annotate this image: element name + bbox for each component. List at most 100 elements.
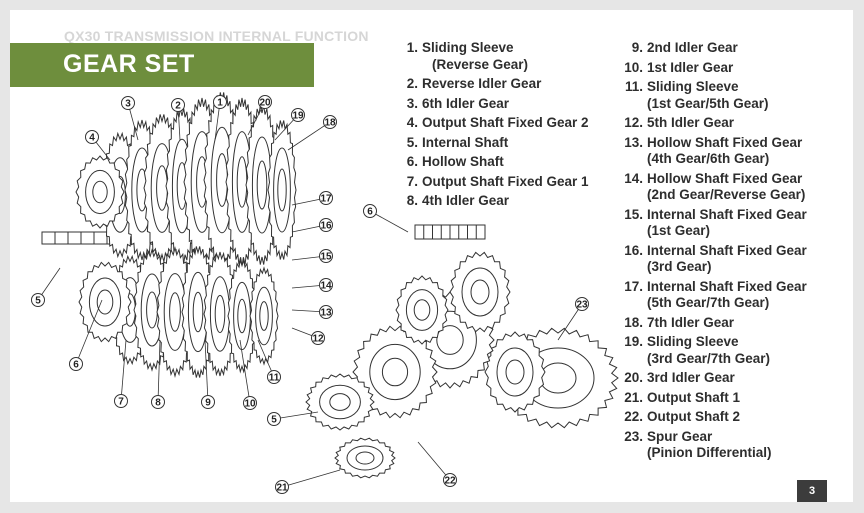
legend-item: 15.Internal Shaft Fixed Gear(1st Gear) — [615, 207, 807, 240]
legend-item-label: Hollow Shaft — [422, 154, 504, 169]
legend-item-label: Sliding Sleeve — [422, 40, 514, 55]
legend-item: 4. Output Shaft Fixed Gear 2 — [404, 115, 589, 132]
callout-number: 23 — [576, 300, 588, 311]
callout-leader — [75, 299, 103, 365]
legend-item-number: 21. — [624, 389, 643, 405]
legend-item: 9.2nd Idler Gear — [615, 40, 807, 57]
legend-item: 6. Hollow Shaft — [404, 154, 589, 171]
callout-circle — [291, 108, 305, 122]
callout-number: 21 — [276, 483, 288, 494]
legend-item: 10.1st Idler Gear — [615, 60, 807, 77]
legend-item-number: 9. — [631, 40, 643, 55]
callout-leader — [287, 121, 331, 151]
callout-circle — [319, 191, 333, 205]
callout-circle — [319, 278, 333, 292]
legend-item: 11.Sliding Sleeve(1st Gear/5th Gear) — [615, 79, 807, 112]
legend-item-label: 7th Idler Gear — [647, 314, 735, 330]
legend-item-label: Hollow Shaft Fixed Gear — [647, 134, 803, 150]
legend-item: 20.3rd Idler Gear — [615, 370, 807, 387]
legend-item: 18.7th Idler Gear — [615, 315, 807, 332]
legend-item-label: 6th Idler Gear — [422, 95, 510, 111]
callout-number: 4 — [89, 133, 95, 144]
legend-item-label: Internal Shaft Fixed Gear — [647, 278, 807, 294]
callout-circle — [243, 396, 257, 410]
callout-number: 6 — [367, 207, 373, 218]
legend-item: 23.Spur Gear(Pinion Differential) — [615, 429, 807, 462]
legend-item-number: 17. — [624, 278, 643, 294]
callout-number: 18 — [324, 118, 336, 129]
legend-item-sublabel: (1st Gear/5th Gear) — [647, 95, 769, 111]
callout-number: 6 — [73, 360, 79, 371]
legend-item-number: 10. — [624, 59, 643, 75]
idler-gear-drawing — [352, 325, 438, 419]
legend-item-label: Output Shaft Fixed Gear 1 — [422, 173, 589, 189]
legend-item-number: 3. — [406, 95, 418, 111]
legend-item-label: Output Shaft 1 — [647, 389, 740, 405]
legend-item-label: 5th Idler Gear — [647, 115, 735, 130]
legend-item-number: 2. — [406, 76, 418, 91]
legend-item-label: Internal Shaft Fixed Gear — [647, 206, 807, 222]
output-gear-drawing — [305, 373, 375, 431]
gear-disc-upper — [245, 105, 279, 265]
callout-number: 10 — [244, 399, 256, 410]
callout-number: 22 — [444, 476, 456, 487]
legend-item-number: 20. — [624, 370, 643, 385]
hollow-shaft-drawing — [414, 224, 486, 240]
callout-circle — [201, 395, 215, 409]
legend-item-label: 1st Idler Gear — [647, 59, 734, 75]
gear-disc-lower — [181, 246, 215, 378]
legend-item-number: 22. — [624, 409, 643, 424]
callout-circle — [85, 130, 99, 144]
callout-circle — [275, 480, 289, 494]
callout-leader — [120, 339, 127, 402]
legend-item: 14.Hollow Shaft Fixed Gear(2nd Gear/Reve… — [615, 171, 807, 204]
legend-item-number: 8. — [406, 193, 418, 208]
callout-number: 9 — [205, 398, 211, 409]
callout-circle — [443, 473, 457, 487]
callout-circle — [258, 95, 272, 109]
legend-item-label: Internal Shaft Fixed Gear — [647, 242, 807, 258]
legend-item-label: Internal Shaft — [422, 134, 509, 150]
output-shaft-fixed-gear-drawing — [75, 155, 125, 229]
legend-item-number: 14. — [624, 170, 643, 186]
callout-number: 20 — [259, 98, 271, 109]
legend-item-number: 7. — [406, 173, 418, 189]
title-banner: GEAR SET — [10, 43, 314, 87]
legend-item-label: Output Shaft Fixed Gear 2 — [422, 115, 589, 130]
gear-disc-upper — [267, 120, 297, 260]
legend-item-number: 15. — [624, 206, 643, 222]
legend-item: 1. Sliding Sleeve(Reverse Gear) — [404, 40, 589, 73]
legend-item-number: 4. — [406, 115, 418, 130]
legend-item-label: Reverse Idler Gear — [422, 76, 542, 91]
callout-number: 1 — [217, 98, 223, 109]
callout-circle — [311, 331, 325, 345]
output-shaft-1-drawing — [334, 437, 396, 479]
legend-item-label: Spur Gear — [647, 428, 713, 444]
right-gear-assembly — [305, 224, 619, 479]
legend-item: 8.4th Idler Gear — [404, 193, 589, 210]
legend-item-number: 6. — [406, 154, 418, 169]
callout-leader — [557, 303, 583, 341]
page-title: GEAR SET — [63, 50, 195, 78]
gear-disc-lower — [156, 246, 194, 378]
callout-number: 2 — [175, 101, 181, 112]
legend-item: 17.Internal Shaft Fixed Gear(5th Gear/7t… — [615, 279, 807, 312]
callout-number: 16 — [320, 221, 332, 232]
legend-item-number: 13. — [624, 134, 643, 150]
legend-item: 3.6th Idler Gear — [404, 96, 589, 113]
callout-number: 11 — [269, 373, 280, 384]
legend-item-number: 18. — [624, 314, 643, 330]
callout-number: 15 — [320, 252, 332, 263]
callout-number: 14 — [320, 281, 332, 292]
legend-item: 13.Hollow Shaft Fixed Gear(4th Gear/6th … — [615, 135, 807, 168]
callout-leader — [281, 469, 341, 488]
callout-circle — [121, 96, 135, 110]
legend-item-number: 1. — [406, 40, 418, 55]
legend-item: 19.Sliding Sleeve(3rd Gear/7th Gear) — [615, 334, 807, 367]
callout-number: 17 — [320, 194, 332, 205]
callout-number: 3 — [125, 99, 131, 110]
legend-item-sublabel: (Reverse Gear) — [432, 56, 529, 72]
gear-disc-lower — [203, 251, 237, 377]
